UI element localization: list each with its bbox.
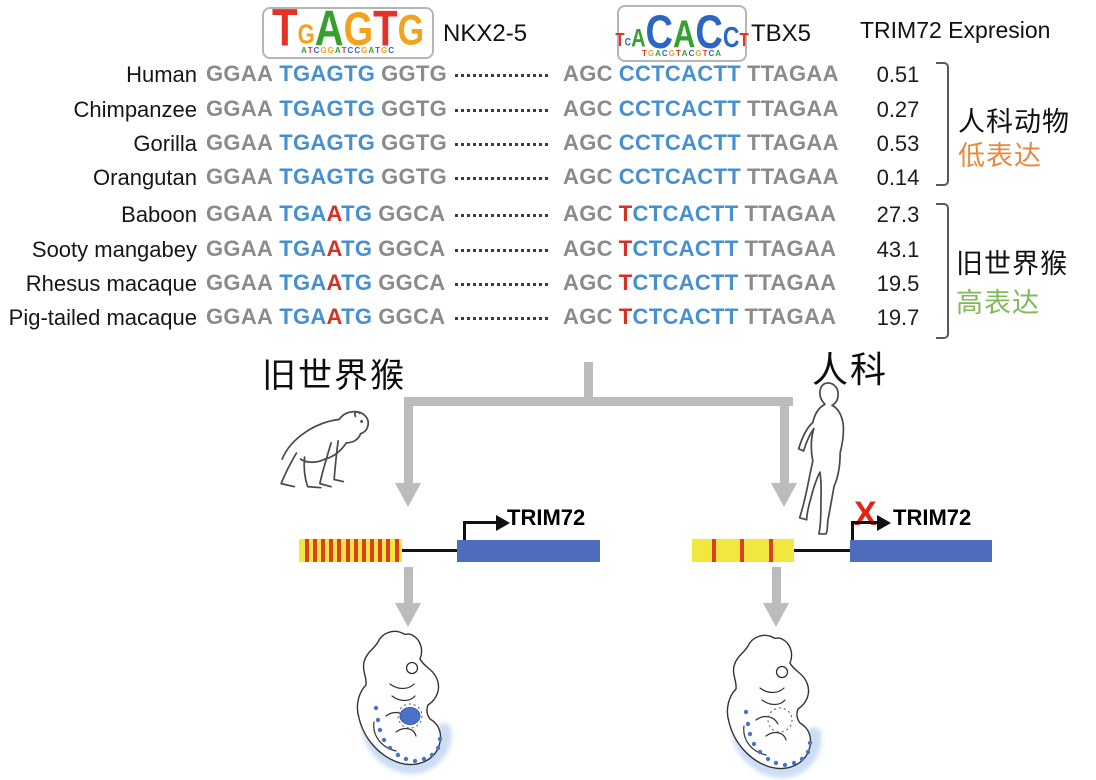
right-tss-arrow-h (851, 521, 879, 524)
blocked-transcription-x-mark: X (854, 495, 877, 533)
sequence-gap-dots (455, 280, 548, 286)
hominid-enhancer-box (692, 539, 794, 562)
tree-crossbar (404, 397, 793, 406)
left-expression-arrow (404, 567, 413, 605)
heart-staining (399, 707, 421, 725)
tree-stem (584, 362, 593, 400)
right-gene-name: TRIM72 (893, 505, 972, 530)
right-tss-arrow (851, 521, 854, 541)
monkey-enhancer-box (299, 539, 402, 562)
hominid-group-name: 人科动物 (958, 107, 1070, 137)
species-label: Chimpanzee (73, 97, 197, 122)
old-world-monkey-icon (280, 410, 370, 489)
expression-value: 19.7 (876, 305, 920, 330)
species-label: Gorilla (133, 131, 197, 156)
sequence-gap-dots (455, 174, 548, 180)
left-connector-line (402, 549, 457, 552)
left-expression-arrowhead-icon (395, 603, 421, 627)
sequence-gap-dots (455, 106, 548, 112)
hominid-group-bracket (936, 62, 949, 186)
sequence-gap-dots (455, 211, 548, 217)
species-label: Sooty mangabey (31, 237, 197, 262)
tbx5-label: TBX5 (751, 20, 812, 47)
tree-left-arrowhead-icon (395, 483, 421, 507)
sequence-gap-dots (455, 71, 548, 77)
hominid-low-expression-label: 低表达 (958, 141, 1042, 171)
tree-right-arrowhead-icon (771, 483, 797, 507)
expression-value: 0.14 (876, 165, 920, 190)
left-gene-body (457, 540, 600, 562)
expression-value: 0.27 (876, 97, 920, 122)
expression-column-header: TRIM72 Expresion (860, 17, 1051, 43)
left-gene-name: TRIM72 (507, 505, 586, 530)
nkx25-label: NKX2-5 (443, 20, 528, 47)
sequence-gap-dots (455, 246, 548, 252)
tree-right-branch (780, 397, 789, 485)
hominid-human-icon (797, 382, 845, 535)
right-expression-arrowhead-icon (763, 603, 789, 627)
left-tss-arrow (463, 521, 466, 541)
monkey-embryo-illustration (356, 630, 452, 774)
right-tss-arrowhead-icon (877, 515, 891, 531)
expression-value: 27.3 (876, 202, 920, 227)
monkey-group-name: 旧世界猴 (956, 249, 1068, 279)
species-label: Pig-tailed macaque (8, 305, 197, 330)
left-tss-arrow-h (463, 521, 496, 524)
sequence-gap-dots (455, 140, 548, 146)
expression-value: 19.5 (876, 271, 920, 296)
species-label: Rhesus macaque (25, 271, 197, 296)
species-label: Human (126, 62, 197, 87)
expression-value: 0.53 (876, 131, 920, 156)
hominid-embryo-illustration (726, 634, 822, 778)
sequence-gap-dots (455, 314, 548, 320)
species-label: Baboon (121, 202, 197, 227)
right-expression-arrow (772, 567, 781, 605)
right-connector-line (794, 549, 850, 552)
right-gene-body (850, 540, 992, 562)
tree-left-label: 旧世界猴 (262, 357, 406, 395)
expression-value: 0.51 (876, 62, 920, 87)
left-tss-arrowhead-icon (496, 515, 510, 531)
monkey-high-expression-label: 高表达 (956, 288, 1040, 318)
species-label: Orangutan (93, 165, 197, 190)
monkey-group-bracket (936, 203, 949, 339)
expression-value: 43.1 (876, 237, 920, 262)
tree-left-branch (404, 397, 413, 485)
